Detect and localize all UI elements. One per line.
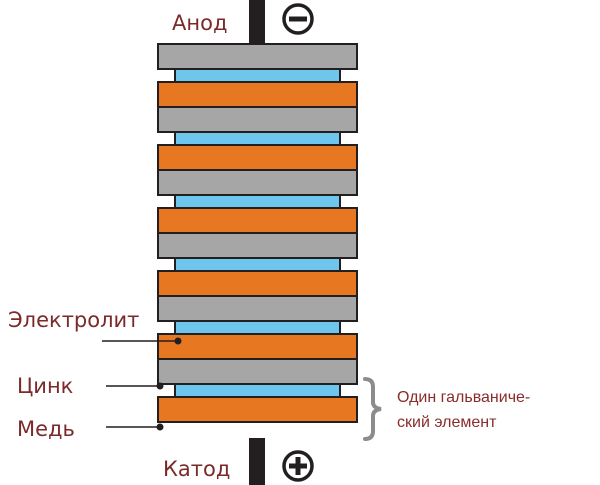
copper-layer-6 bbox=[157, 144, 358, 171]
zinc-label: Цинк bbox=[17, 374, 73, 398]
minus-sign-icon bbox=[282, 3, 314, 35]
anode-label: Анод bbox=[172, 11, 227, 35]
copper-label: Медь bbox=[17, 417, 75, 441]
electrolyte-layer-11 bbox=[174, 257, 341, 272]
electrolyte-layer-8 bbox=[174, 194, 341, 209]
cell-bracket bbox=[363, 377, 382, 441]
zinc-leader-line bbox=[106, 382, 164, 390]
electrolyte-layer-14 bbox=[174, 320, 341, 335]
copper-layer-9 bbox=[157, 207, 358, 234]
electrolyte-layer-17 bbox=[174, 383, 341, 398]
top-wire bbox=[249, 0, 265, 44]
cathode-label: Катод bbox=[163, 457, 230, 481]
copper-layer-18 bbox=[157, 396, 358, 423]
copper-layer-3 bbox=[157, 81, 358, 108]
bottom-wire bbox=[249, 438, 265, 485]
plus-sign-icon bbox=[282, 450, 314, 482]
zinc-layer-1 bbox=[157, 43, 358, 70]
zinc-layer-16 bbox=[157, 358, 358, 385]
copper-layer-15 bbox=[157, 333, 358, 360]
zinc-layer-4 bbox=[157, 106, 358, 133]
electrolyte-leader-line bbox=[102, 337, 182, 345]
cell-annotation-line2: ский элемент bbox=[397, 414, 497, 431]
plate-stack bbox=[157, 43, 358, 423]
electrolyte-layer-5 bbox=[174, 131, 341, 146]
electrolyte-layer-2 bbox=[174, 68, 341, 83]
copper-layer-12 bbox=[157, 270, 358, 297]
electrolyte-label: Электролит bbox=[8, 308, 139, 332]
cell-annotation-line1: Один гальваниче- bbox=[397, 389, 530, 406]
zinc-layer-10 bbox=[157, 232, 358, 259]
copper-leader-line bbox=[106, 423, 164, 431]
zinc-layer-13 bbox=[157, 295, 358, 322]
zinc-layer-7 bbox=[157, 169, 358, 196]
